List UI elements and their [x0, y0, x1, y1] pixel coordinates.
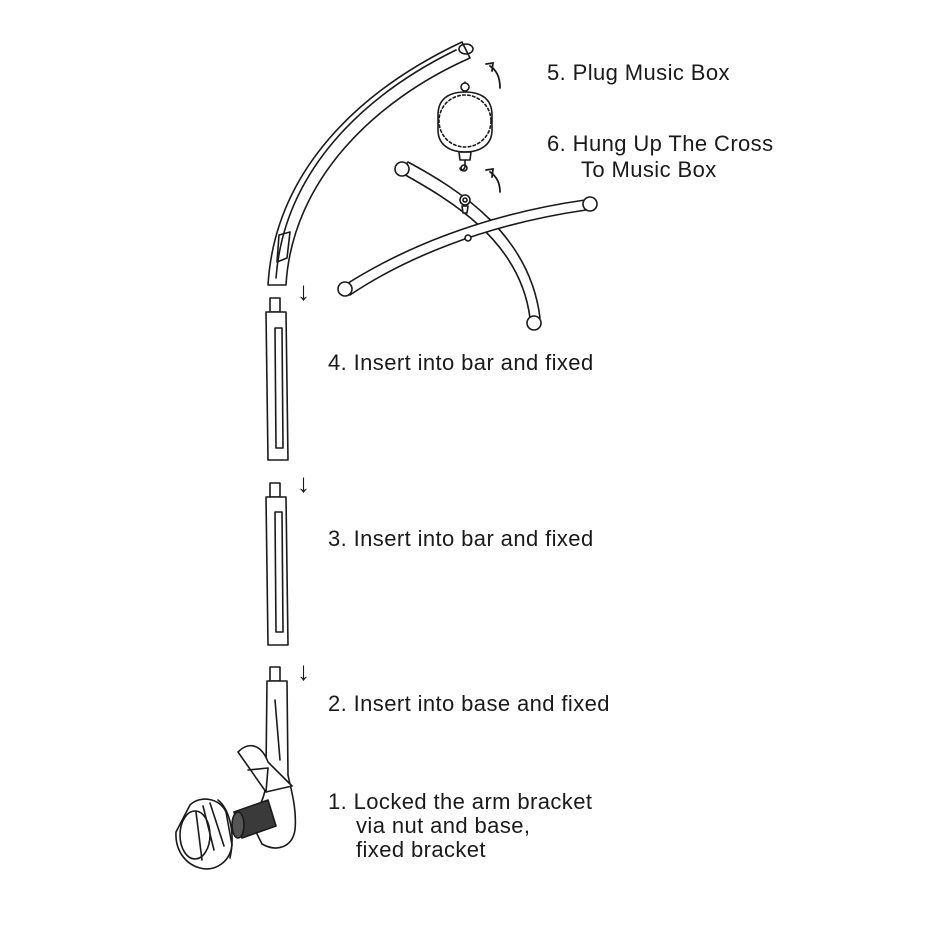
down-arrow-icon: ↓ — [297, 656, 310, 686]
step-1-label-line3: fixed bracket — [356, 837, 486, 862]
step-4-label: 4. Insert into bar and fixed — [328, 350, 594, 375]
threaded-rod — [231, 799, 277, 839]
arrowhead-icon — [485, 167, 495, 178]
down-arrow-icon: ↓ — [297, 468, 310, 498]
step-1-label-line2: via nut and base, — [356, 813, 531, 838]
step-2-label: 2. Insert into base and fixed — [328, 691, 610, 716]
step-1-label: 1. Locked the arm bracket — [328, 789, 593, 814]
arrowhead-icon — [485, 61, 495, 72]
step-6-label-continued: To Music Box — [581, 157, 717, 182]
step-5-label: 5. Plug Music Box — [547, 60, 730, 85]
down-arrow-icon: ↓ — [297, 276, 310, 306]
curved-arrow-icon — [489, 65, 501, 89]
music-box — [437, 81, 493, 172]
curved-arrows — [485, 61, 501, 193]
curved-arrow-icon — [489, 171, 501, 193]
pole-upper — [265, 297, 289, 461]
knob-nut — [175, 798, 233, 870]
cross-bar — [337, 161, 598, 331]
step-6-label: 6. Hung Up The Cross — [547, 131, 774, 156]
pole-middle — [265, 482, 289, 646]
curved-arm — [267, 41, 474, 286]
step-3-label: 3. Insert into bar and fixed — [328, 526, 594, 551]
